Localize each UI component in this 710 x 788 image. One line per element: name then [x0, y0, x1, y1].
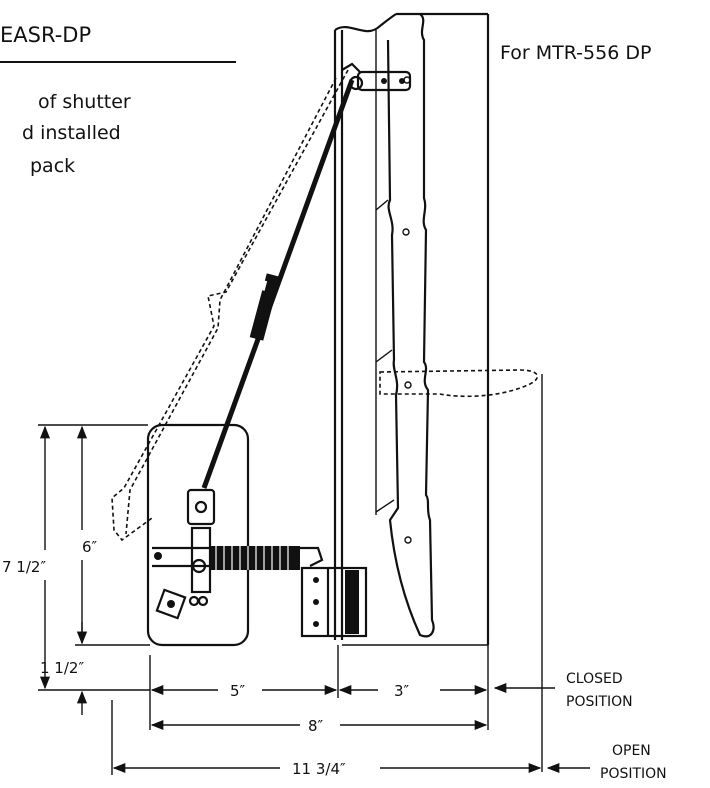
model-label: For MTR-556 DP	[500, 42, 651, 64]
open-label-2: POSITION	[600, 766, 667, 782]
connecting-rod	[201, 79, 355, 489]
open-label-1: OPEN	[612, 743, 651, 759]
dim-11-3-4: 11 3/4″	[292, 760, 346, 778]
wall-bracket	[300, 566, 368, 638]
caption-line-3: pack	[30, 155, 75, 177]
motor-box	[146, 423, 300, 647]
horizontal-dimensions	[111, 645, 590, 775]
dim-3: 3″	[394, 682, 410, 700]
spring	[210, 546, 324, 570]
open-position-outline	[111, 69, 543, 772]
shutter-blades	[375, 13, 435, 638]
wall-section	[333, 12, 490, 646]
vertical-dimensions	[38, 424, 150, 715]
caption-line-2: d installed	[22, 122, 121, 144]
caption-line-1: of shutter	[38, 91, 131, 113]
dim-8: 8″	[308, 717, 324, 735]
dim-5: 5″	[230, 682, 246, 700]
dim-6: 6″	[82, 538, 98, 556]
closed-label-1: CLOSED	[566, 671, 623, 687]
closed-label-2: POSITION	[566, 694, 633, 710]
title: EASR-DP	[0, 23, 91, 47]
dim-7-1-2: 7 1/2″	[2, 558, 46, 576]
dim-1-1-2: 1 1/2″	[40, 659, 84, 677]
